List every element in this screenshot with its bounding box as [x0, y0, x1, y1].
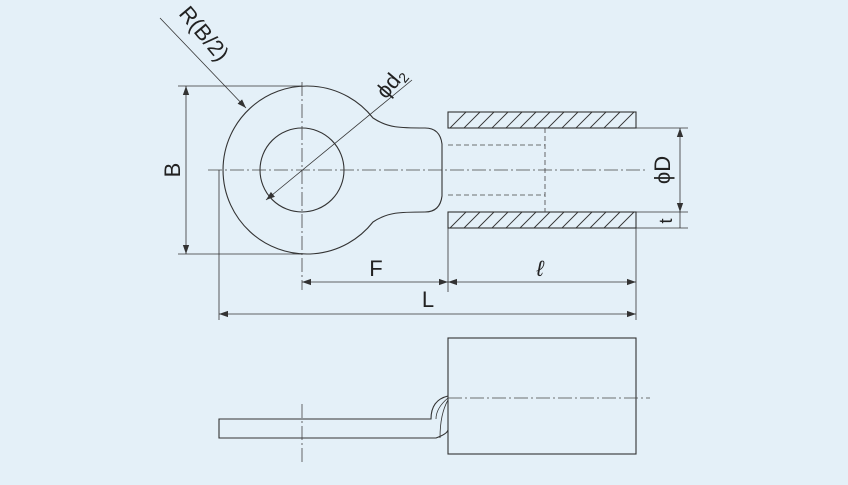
side-barrel — [447, 337, 637, 455]
side-view — [218, 337, 650, 462]
hole-diameter-label: ϕd2 — [371, 62, 413, 104]
barrel-length-label: ℓ — [535, 256, 544, 281]
barrel-diameter-label: ϕD — [650, 156, 675, 184]
hole-diameter-leader — [265, 79, 413, 201]
radius-leader — [159, 17, 247, 109]
top-view: R(B/2) ϕd2 B ϕD t F ℓ L — [159, 1, 688, 320]
side-tongue — [218, 395, 449, 439]
barrel-sleeve — [447, 111, 637, 229]
f-label: F — [369, 256, 382, 281]
ring-outline — [222, 85, 443, 255]
width-label: B — [160, 163, 185, 178]
sleeve-hatching — [449, 111, 635, 229]
thickness-label: t — [656, 218, 676, 223]
radius-label: R(B/2) — [174, 1, 234, 66]
total-length-label: L — [422, 287, 434, 312]
